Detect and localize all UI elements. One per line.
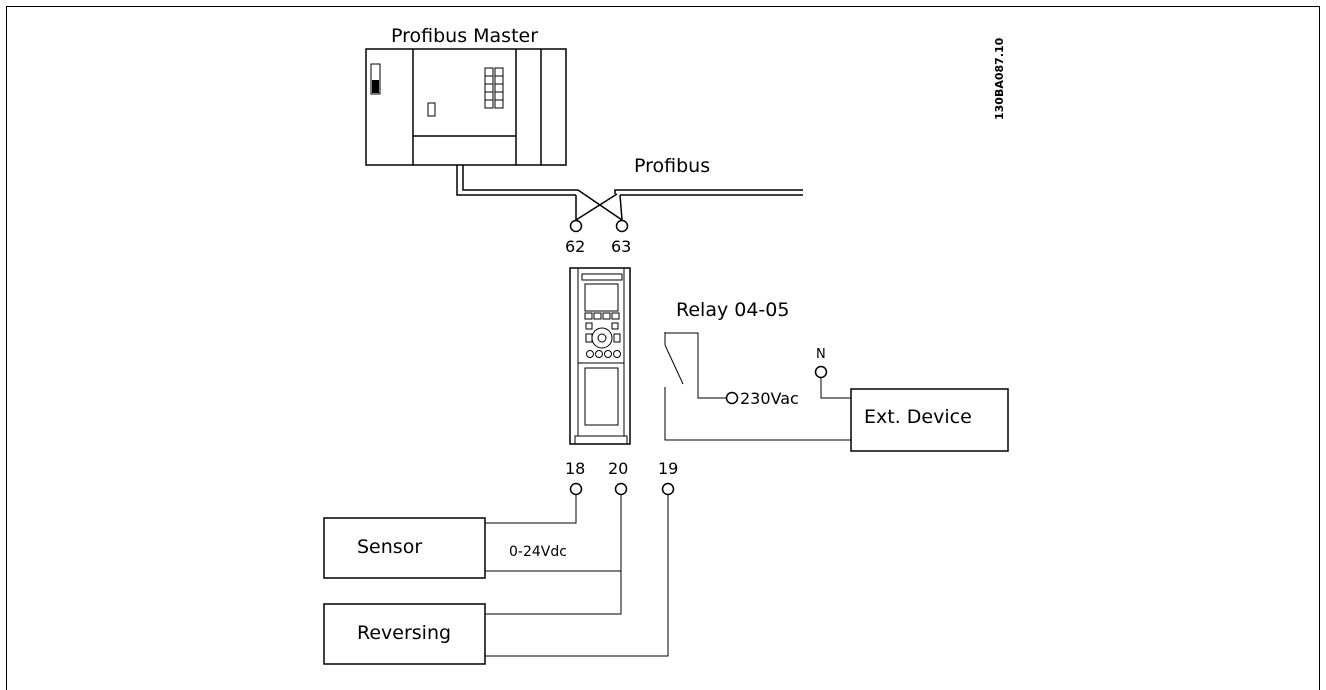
reversing-label: Reversing [357,622,451,644]
input-wiring [485,495,669,657]
reversing-box [323,603,486,665]
diagram-border [6,6,1320,690]
terminal-230vac [725,391,739,405]
relay-label: Relay 04-05 [676,299,789,321]
frequency-converter [569,267,631,445]
relay-contact [664,332,851,441]
terminal-62 [569,219,583,233]
terminal-63 [615,219,629,233]
terminal-63-label: 63 [611,237,631,256]
document-id: 130BA087.10 [993,37,1006,120]
terminal-n [814,365,828,379]
terminal-19 [661,482,675,496]
neutral-label: N [816,347,826,362]
terminal-20-label: 20 [608,459,628,478]
terminal-62-label: 62 [565,237,585,256]
terminal-20 [614,482,628,496]
profibus-master [365,48,567,166]
ext-device-label: Ext. Device [864,406,972,428]
terminal-18-label: 18 [565,459,585,478]
sensor-box [323,517,486,579]
terminal-18 [569,482,583,496]
profibus-cable [456,165,803,221]
profibus-master-label: Profibus Master [391,25,538,47]
terminal-19-label: 19 [658,459,678,478]
sensor-label: Sensor [357,536,422,558]
vdc-label: 0-24Vdc [509,544,567,560]
ext-device-box [850,388,1009,452]
profibus-label: Profibus [634,155,710,177]
vac-label: 230Vac [740,389,799,408]
